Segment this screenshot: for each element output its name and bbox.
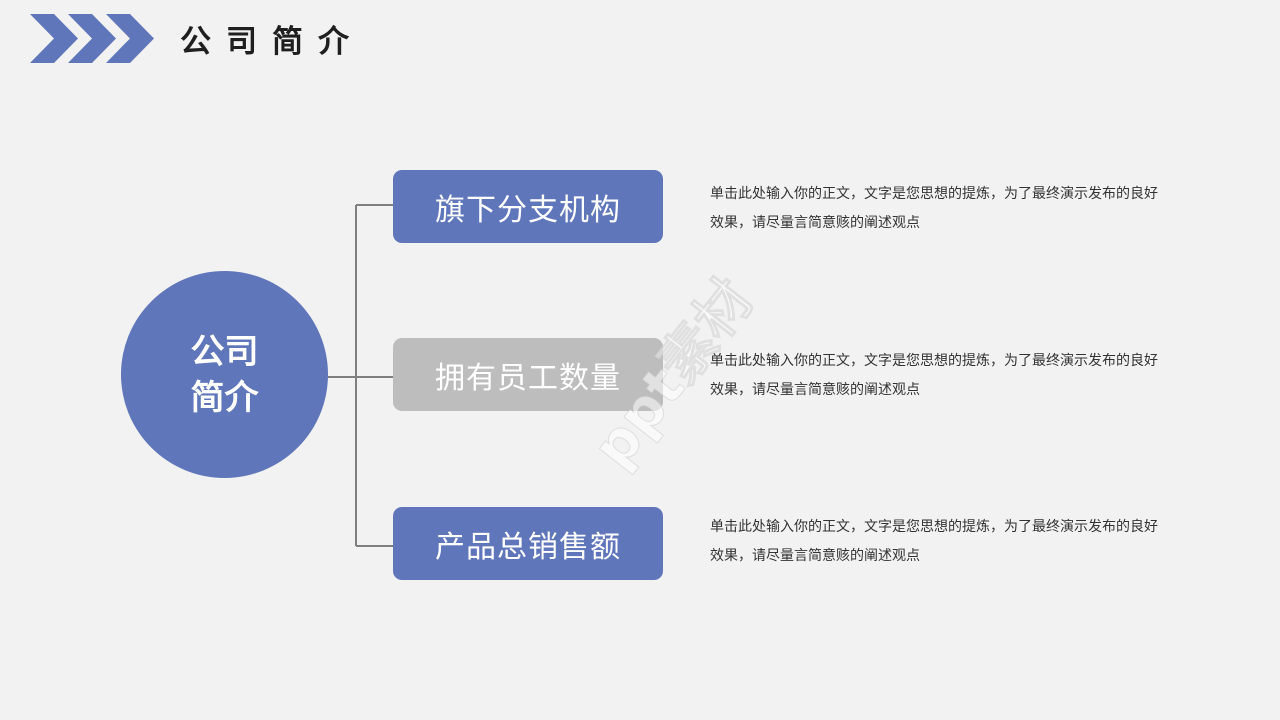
branch-description[interactable]: 单击此处输入你的正文，文字是您思想的提炼，为了最终演示发布的良好效果，请尽量言简… bbox=[710, 519, 1158, 564]
page-title: 公司简介 bbox=[180, 24, 364, 60]
branch-label: 拥有员工数量 bbox=[435, 360, 621, 396]
branch-box-branches[interactable]: 旗下分支机构 bbox=[393, 170, 663, 243]
center-node: 公司简介 bbox=[121, 271, 328, 478]
branch-label: 产品总销售额 bbox=[435, 529, 621, 565]
branch-description[interactable]: 单击此处输入你的正文，文字是您思想的提炼，为了最终演示发布的良好效果，请尽量言简… bbox=[710, 353, 1158, 398]
branch-description[interactable]: 单击此处输入你的正文，文字是您思想的提炼，为了最终演示发布的良好效果，请尽量言简… bbox=[710, 186, 1158, 231]
branch-box-sales[interactable]: 产品总销售额 bbox=[393, 507, 663, 580]
branch-box-employees[interactable]: 拥有员工数量 bbox=[393, 338, 663, 411]
triple-chevron-icon bbox=[30, 14, 154, 63]
branch-label: 旗下分支机构 bbox=[435, 192, 621, 228]
center-node-label: 公司简介 bbox=[190, 331, 259, 418]
